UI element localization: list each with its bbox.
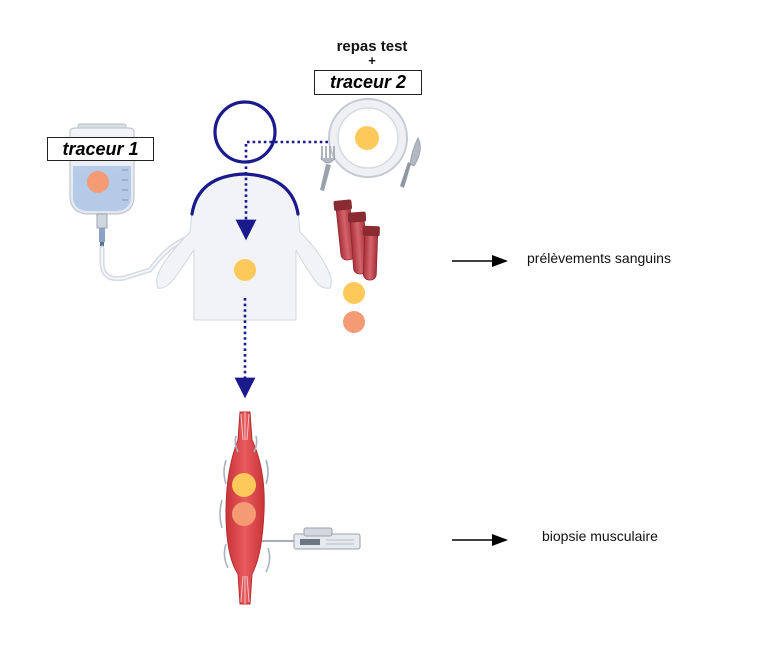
knife-icon xyxy=(400,136,421,188)
tracer-2-dot-muscle xyxy=(232,473,256,497)
tracer-1-label: traceur 1 xyxy=(47,137,154,161)
tracer-1-dot-bag xyxy=(87,171,109,193)
tracer-2-dot-sample xyxy=(343,282,365,304)
blood-tubes-icon xyxy=(333,199,380,281)
tracer-2-label: traceur 2 xyxy=(314,70,422,95)
meal-plus-sign: + xyxy=(368,53,376,68)
fork-icon xyxy=(320,146,336,191)
blood-samples-label: prélèvements sanguins xyxy=(527,250,671,266)
tracer-2-dot-plate xyxy=(355,126,379,150)
arrow-right-icon xyxy=(452,255,508,267)
arrow-right-icon xyxy=(452,534,508,546)
tracer-1-dot-muscle xyxy=(232,502,256,526)
tracer-1-dot-sample xyxy=(343,311,365,333)
body-icon xyxy=(156,100,332,321)
digestion-path xyxy=(235,140,328,241)
biopsy-needle-icon xyxy=(262,527,361,550)
muscle-biopsy-label: biopsie musculaire xyxy=(542,528,658,544)
meal-title: repas test xyxy=(336,38,408,55)
tracer-2-dot-blood xyxy=(234,259,256,281)
